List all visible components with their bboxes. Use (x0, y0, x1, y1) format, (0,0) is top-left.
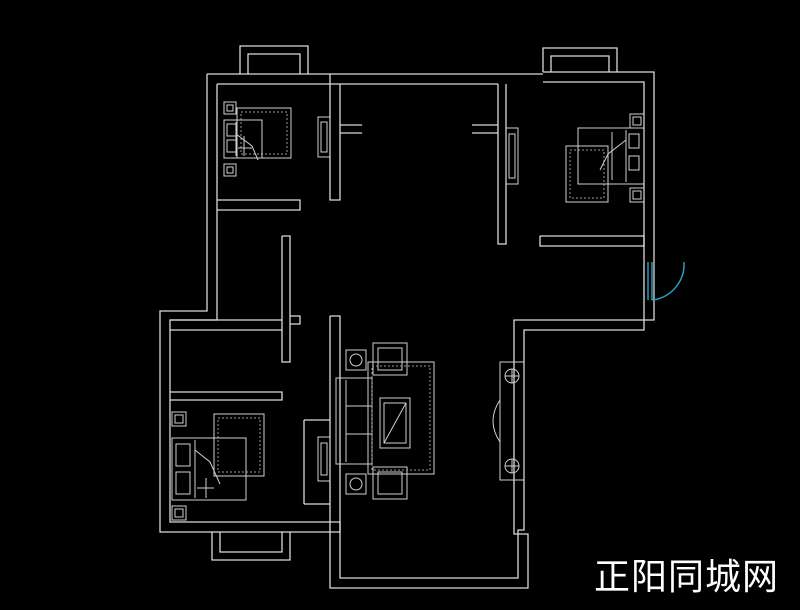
door-swing-icon (647, 261, 685, 301)
coffee-table-icon (367, 361, 435, 475)
window-top-left (239, 45, 309, 74)
armchair-icon (372, 466, 408, 500)
wardrobe-icon (505, 127, 519, 185)
tv-cabinet-icon (492, 361, 525, 481)
sofa-icon (335, 377, 373, 465)
wardrobe-icon (317, 116, 331, 158)
bed-icon (223, 101, 292, 177)
lamp-icon (345, 349, 367, 371)
watermark-text: 正阳同城网 (594, 557, 780, 598)
wardrobe-icon (317, 436, 331, 482)
window-bottom-left (211, 532, 291, 561)
window-top-right (542, 47, 618, 72)
bed-icon (565, 113, 645, 203)
armchair-icon (372, 342, 408, 376)
lamp-icon (345, 473, 367, 495)
bed-icon (171, 411, 265, 521)
